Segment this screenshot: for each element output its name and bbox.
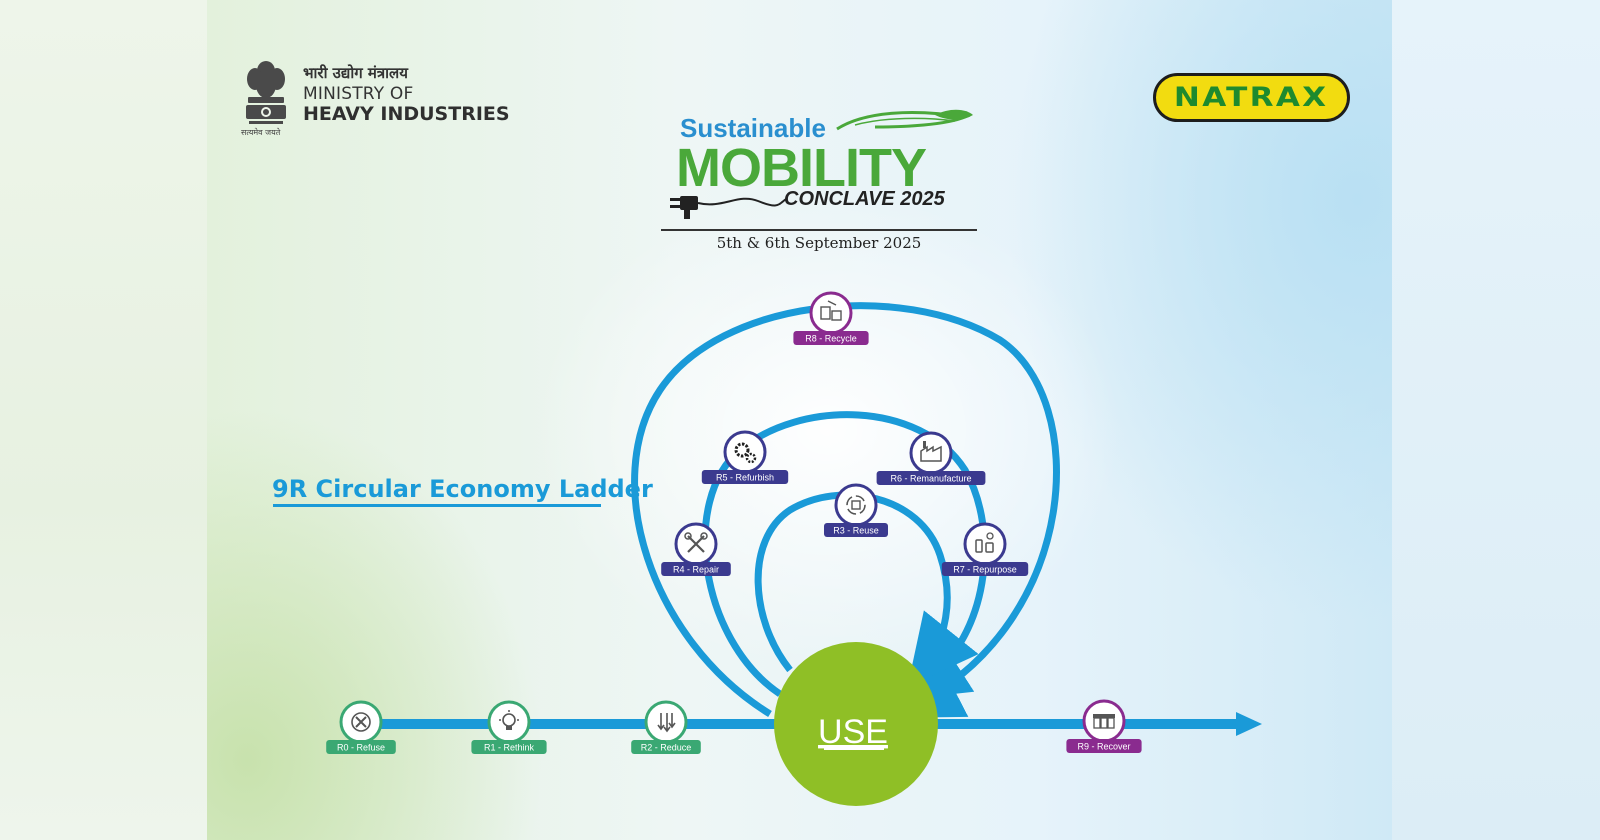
lightbulb-icon — [499, 710, 519, 730]
conclave-sustainable: Sustainable — [680, 113, 826, 143]
tools-icon — [684, 532, 708, 553]
reuse-cycle-icon — [846, 495, 866, 515]
diagram-title-underline — [273, 504, 601, 507]
diagram-title: 9R Circular Economy Ladder — [272, 475, 653, 503]
use-label: USE — [818, 713, 888, 751]
emblem-motto: सत्यमेव जयते — [241, 128, 281, 137]
ministry-logo: सत्यमेव जयते भारी उद्योग मंत्रालय MINIST… — [241, 55, 510, 140]
node-label: R3 - Reuse — [833, 526, 879, 536]
ministry-name-hindi: भारी उद्योग मंत्रालय — [303, 64, 408, 82]
factory-icon — [920, 441, 942, 462]
node-r0: R0 - Refuse — [326, 700, 396, 754]
right-background-panel — [1392, 0, 1600, 840]
node-ring — [909, 431, 953, 475]
node-label-pill — [326, 740, 396, 754]
national-emblem-icon — [246, 61, 286, 124]
natrax-logo: NATRAX — [1153, 73, 1350, 122]
recover-bins-icon — [1093, 714, 1115, 729]
node-label-pill — [631, 740, 701, 754]
node-ring — [723, 430, 767, 474]
node-ring — [487, 700, 531, 744]
ministry-name-line1: MINISTRY OF — [303, 84, 414, 104]
reduce-arrows-icon — [657, 713, 676, 733]
node-r1: R1 - Rethink — [471, 700, 547, 754]
natrax-logo-text: NATRAX — [1174, 82, 1329, 113]
linear-flow-arrowhead — [1236, 712, 1262, 736]
conclave-dates: 5th & 6th September 2025 — [716, 234, 922, 252]
left-background-panel — [0, 0, 207, 840]
node-ring — [809, 291, 853, 335]
node-label: R1 - Rethink — [484, 743, 535, 753]
node-label: R4 - Repair — [673, 565, 719, 575]
node-label: R8 - Recycle — [805, 334, 857, 344]
node-r3: R3 - Reuse — [824, 483, 888, 537]
node-label-pill — [824, 523, 888, 537]
bottles-icon — [975, 532, 994, 553]
ministry-name-line2: HEAVY INDUSTRIES — [303, 103, 510, 125]
recycle-bins-icon — [820, 300, 842, 321]
node-label-pill — [876, 471, 986, 485]
node-r4: R4 - Repair — [661, 522, 731, 576]
node-ring — [644, 700, 688, 744]
node-label: R7 - Repurpose — [953, 565, 1017, 575]
node-r6: R6 - Remanufacture — [876, 431, 986, 485]
node-label: R6 - Remanufacture — [890, 474, 971, 484]
node-r7: R7 - Repurpose — [941, 522, 1029, 576]
leaf-car-icon — [836, 109, 973, 131]
node-label-pill — [661, 562, 731, 576]
node-r2: R2 - Reduce — [631, 700, 701, 754]
node-label: R9 - Recover — [1077, 742, 1130, 752]
conclave-year: CONCLAVE 2025 — [784, 188, 945, 210]
node-label: R5 - Refurbish — [716, 473, 774, 483]
plug-cable-icon — [670, 196, 787, 219]
conclave-logo: Sustainable MOBILITY CONCLAVE 2025 5th &… — [660, 105, 980, 255]
node-label-pill — [941, 562, 1029, 576]
node-label-pill — [471, 740, 547, 754]
node-r5: R5 - Refurbish — [701, 430, 789, 484]
node-r9: R9 - Recover — [1066, 699, 1142, 753]
node-label-pill — [701, 470, 789, 484]
node-ring — [1082, 699, 1126, 743]
use-circle — [774, 642, 938, 806]
node-label-pill — [1066, 739, 1142, 753]
node-ring — [963, 522, 1007, 566]
conclave-divider — [661, 229, 977, 231]
refuse-icon — [351, 712, 371, 732]
node-ring — [834, 483, 878, 527]
conclave-mobility: MOBILITY — [676, 138, 927, 198]
node-label: R0 - Refuse — [337, 743, 385, 753]
node-label-pill — [793, 331, 869, 345]
node-r8: R8 - Recycle — [793, 291, 869, 345]
gears-icon — [734, 442, 757, 464]
node-label: R2 - Reduce — [641, 743, 692, 753]
